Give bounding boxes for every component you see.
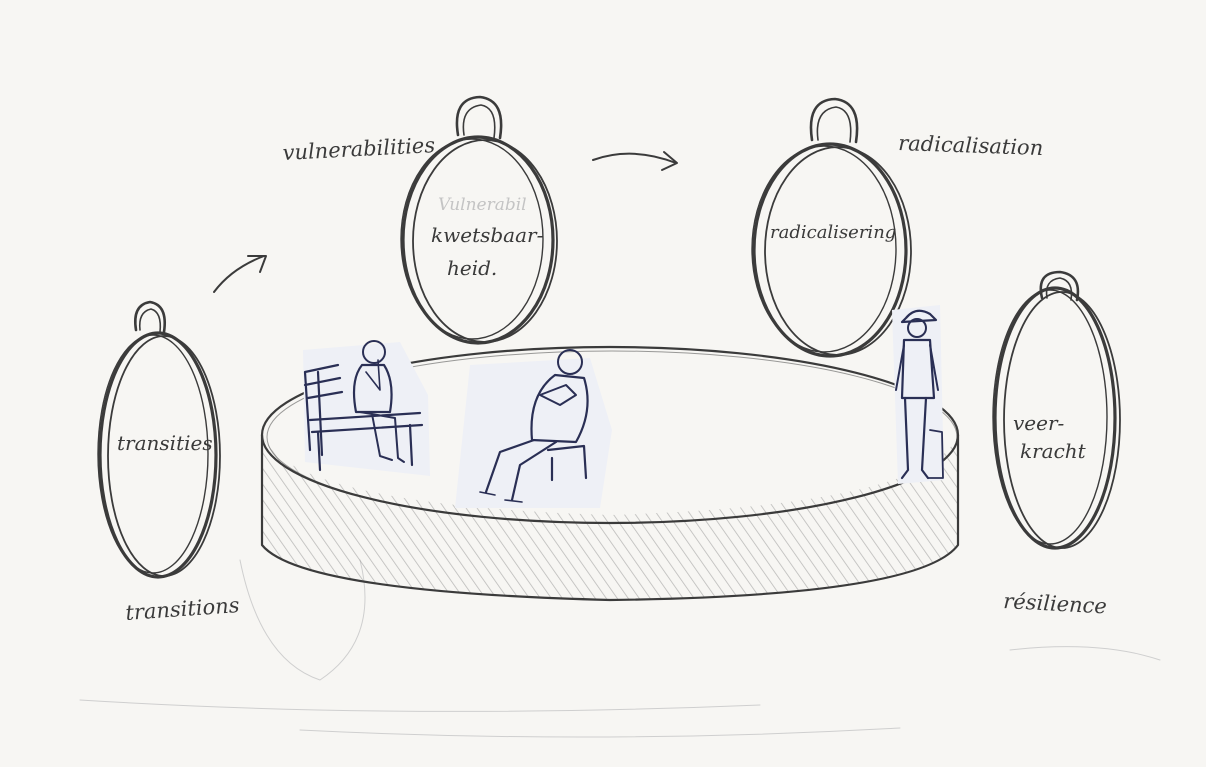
mirror-text-heid: heid. <box>447 256 497 280</box>
label-transitions: transitions <box>125 593 241 625</box>
mirror-text-transities: transities <box>117 431 213 455</box>
mirror-resilience <box>993 272 1120 548</box>
mirror-text-vulnerabil-faint: Vulnerabil <box>438 195 527 215</box>
figure-man-on-bench <box>303 341 430 476</box>
mirror-text-kwetsbaar: kwetsbaar- <box>431 223 544 247</box>
figure-man-reading <box>455 350 612 508</box>
label-vulnerabilities: vulnerabilities <box>282 133 436 165</box>
mirror-text-kracht: kracht <box>1020 439 1087 463</box>
arrow-transitions-to-vulnerabilities <box>214 256 266 292</box>
label-radicalisation: radicalisation <box>898 131 1044 160</box>
figure-standing-man-with-cap <box>892 305 944 484</box>
arrow-vulnerabilities-to-radicalisation <box>593 152 677 170</box>
mirror-text-veer: veer- <box>1013 411 1065 435</box>
label-resilience: résilience <box>1003 589 1108 618</box>
mirror-text-radicalisering: radicalisering <box>770 222 896 243</box>
